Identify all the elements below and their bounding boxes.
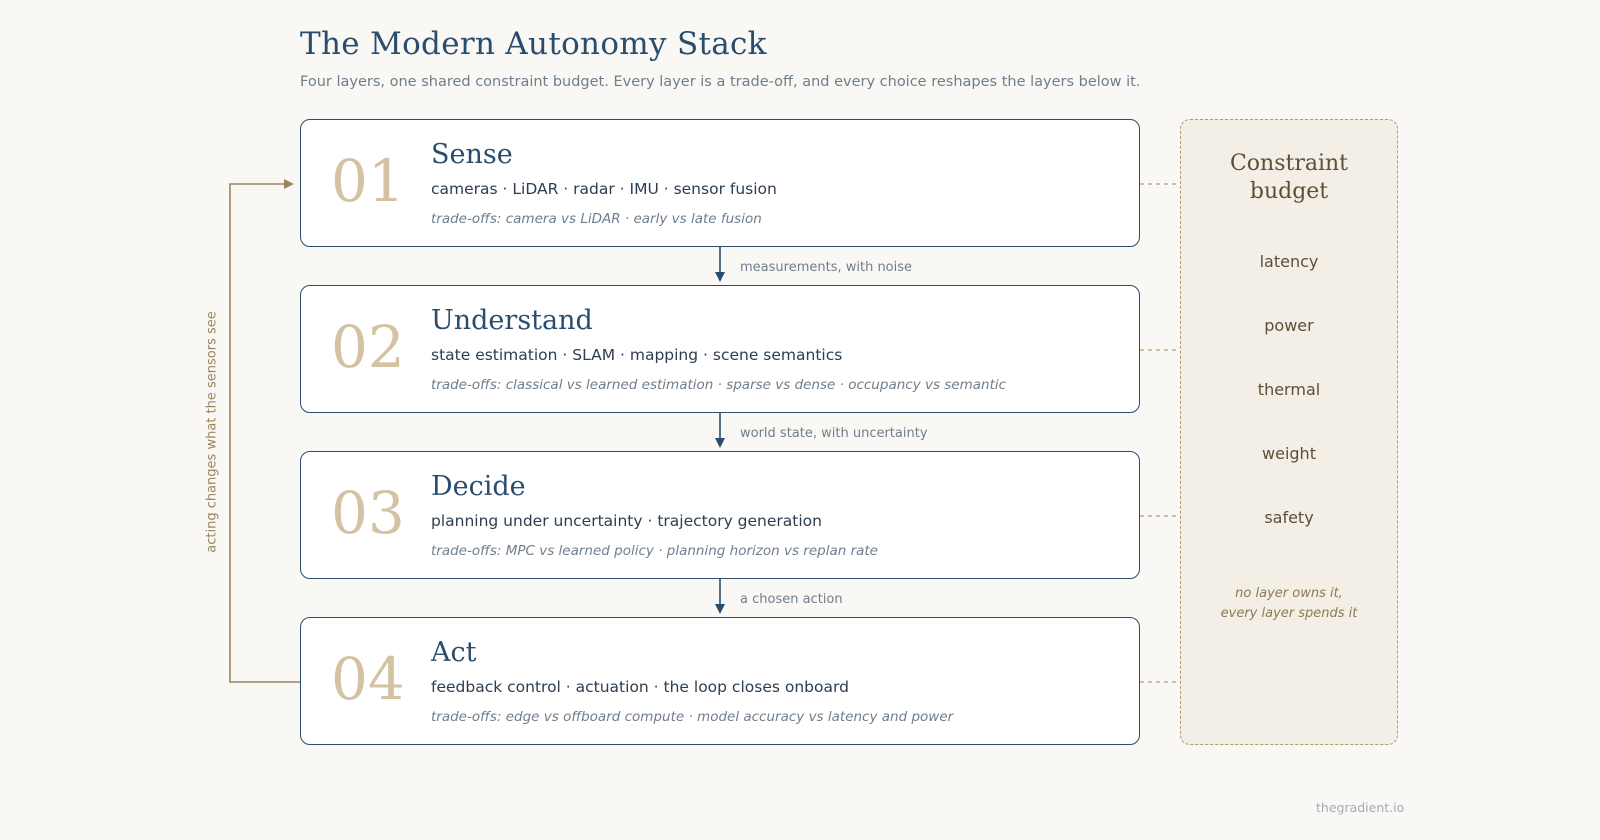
budget-item-thermal: thermal: [1257, 380, 1321, 399]
constraint-budget-panel: Constraint budget latency power thermal …: [1180, 119, 1398, 745]
layer-act: 04 Act feedback control · actuation · th…: [300, 617, 1140, 745]
budget-note-line1: no layer owns it,: [1235, 586, 1343, 601]
layer-name: Sense: [431, 139, 513, 170]
flow-label-measurements: measurements, with noise: [740, 260, 913, 275]
budget-item-safety: safety: [1264, 508, 1314, 527]
layer-name: Decide: [431, 471, 526, 502]
layer-number: 02: [331, 313, 405, 381]
layer-number: 01: [331, 147, 405, 215]
feedback-loop-arrow: [229, 179, 300, 683]
flow-label-action: a chosen action: [740, 592, 843, 607]
layer-items: state estimation · SLAM · mapping · scen…: [431, 346, 843, 364]
feedback-loop-label: acting changes what the sensors see: [204, 311, 220, 553]
layer-decide: 03 Decide planning under uncertainty · t…: [300, 451, 1140, 579]
layer-items: cameras · LiDAR · radar · IMU · sensor f…: [431, 180, 777, 198]
budget-title-line1: Constraint: [1229, 151, 1349, 176]
budget-item-power: power: [1264, 316, 1314, 335]
budget-item-weight: weight: [1262, 444, 1316, 463]
page-subtitle: Four layers, one shared constraint budge…: [300, 74, 1141, 90]
layer-number: 04: [331, 645, 405, 713]
page-title: The Modern Autonomy Stack: [300, 26, 767, 62]
layer-name: Understand: [431, 305, 593, 336]
layer-sense: 01 Sense cameras · LiDAR · radar · IMU ·…: [300, 119, 1140, 247]
layer-number: 03: [331, 479, 405, 547]
budget-title-line2: budget: [1249, 179, 1329, 204]
budget-item-latency: latency: [1259, 252, 1319, 271]
layer-tradeoffs: trade-offs: edge vs offboard compute · m…: [431, 709, 954, 725]
footer-credit: thegradient.io: [1316, 800, 1405, 815]
budget-note: no layer owns it, every layer spends it: [1181, 584, 1397, 624]
budget-note-line2: every layer spends it: [1220, 606, 1358, 621]
layer-name: Act: [431, 637, 477, 668]
budget-title: Constraint budget: [1181, 150, 1397, 206]
flow-label-world-state: world state, with uncertainty: [740, 426, 928, 441]
layer-understand: 02 Understand state estimation · SLAM · …: [300, 285, 1140, 413]
layer-items: planning under uncertainty · trajectory …: [431, 512, 822, 530]
layer-items: feedback control · actuation · the loop …: [431, 678, 849, 696]
layer-tradeoffs: trade-offs: camera vs LiDAR · early vs l…: [431, 211, 762, 227]
layer-tradeoffs: trade-offs: MPC vs learned policy · plan…: [431, 543, 878, 559]
layer-tradeoffs: trade-offs: classical vs learned estimat…: [431, 377, 1007, 393]
